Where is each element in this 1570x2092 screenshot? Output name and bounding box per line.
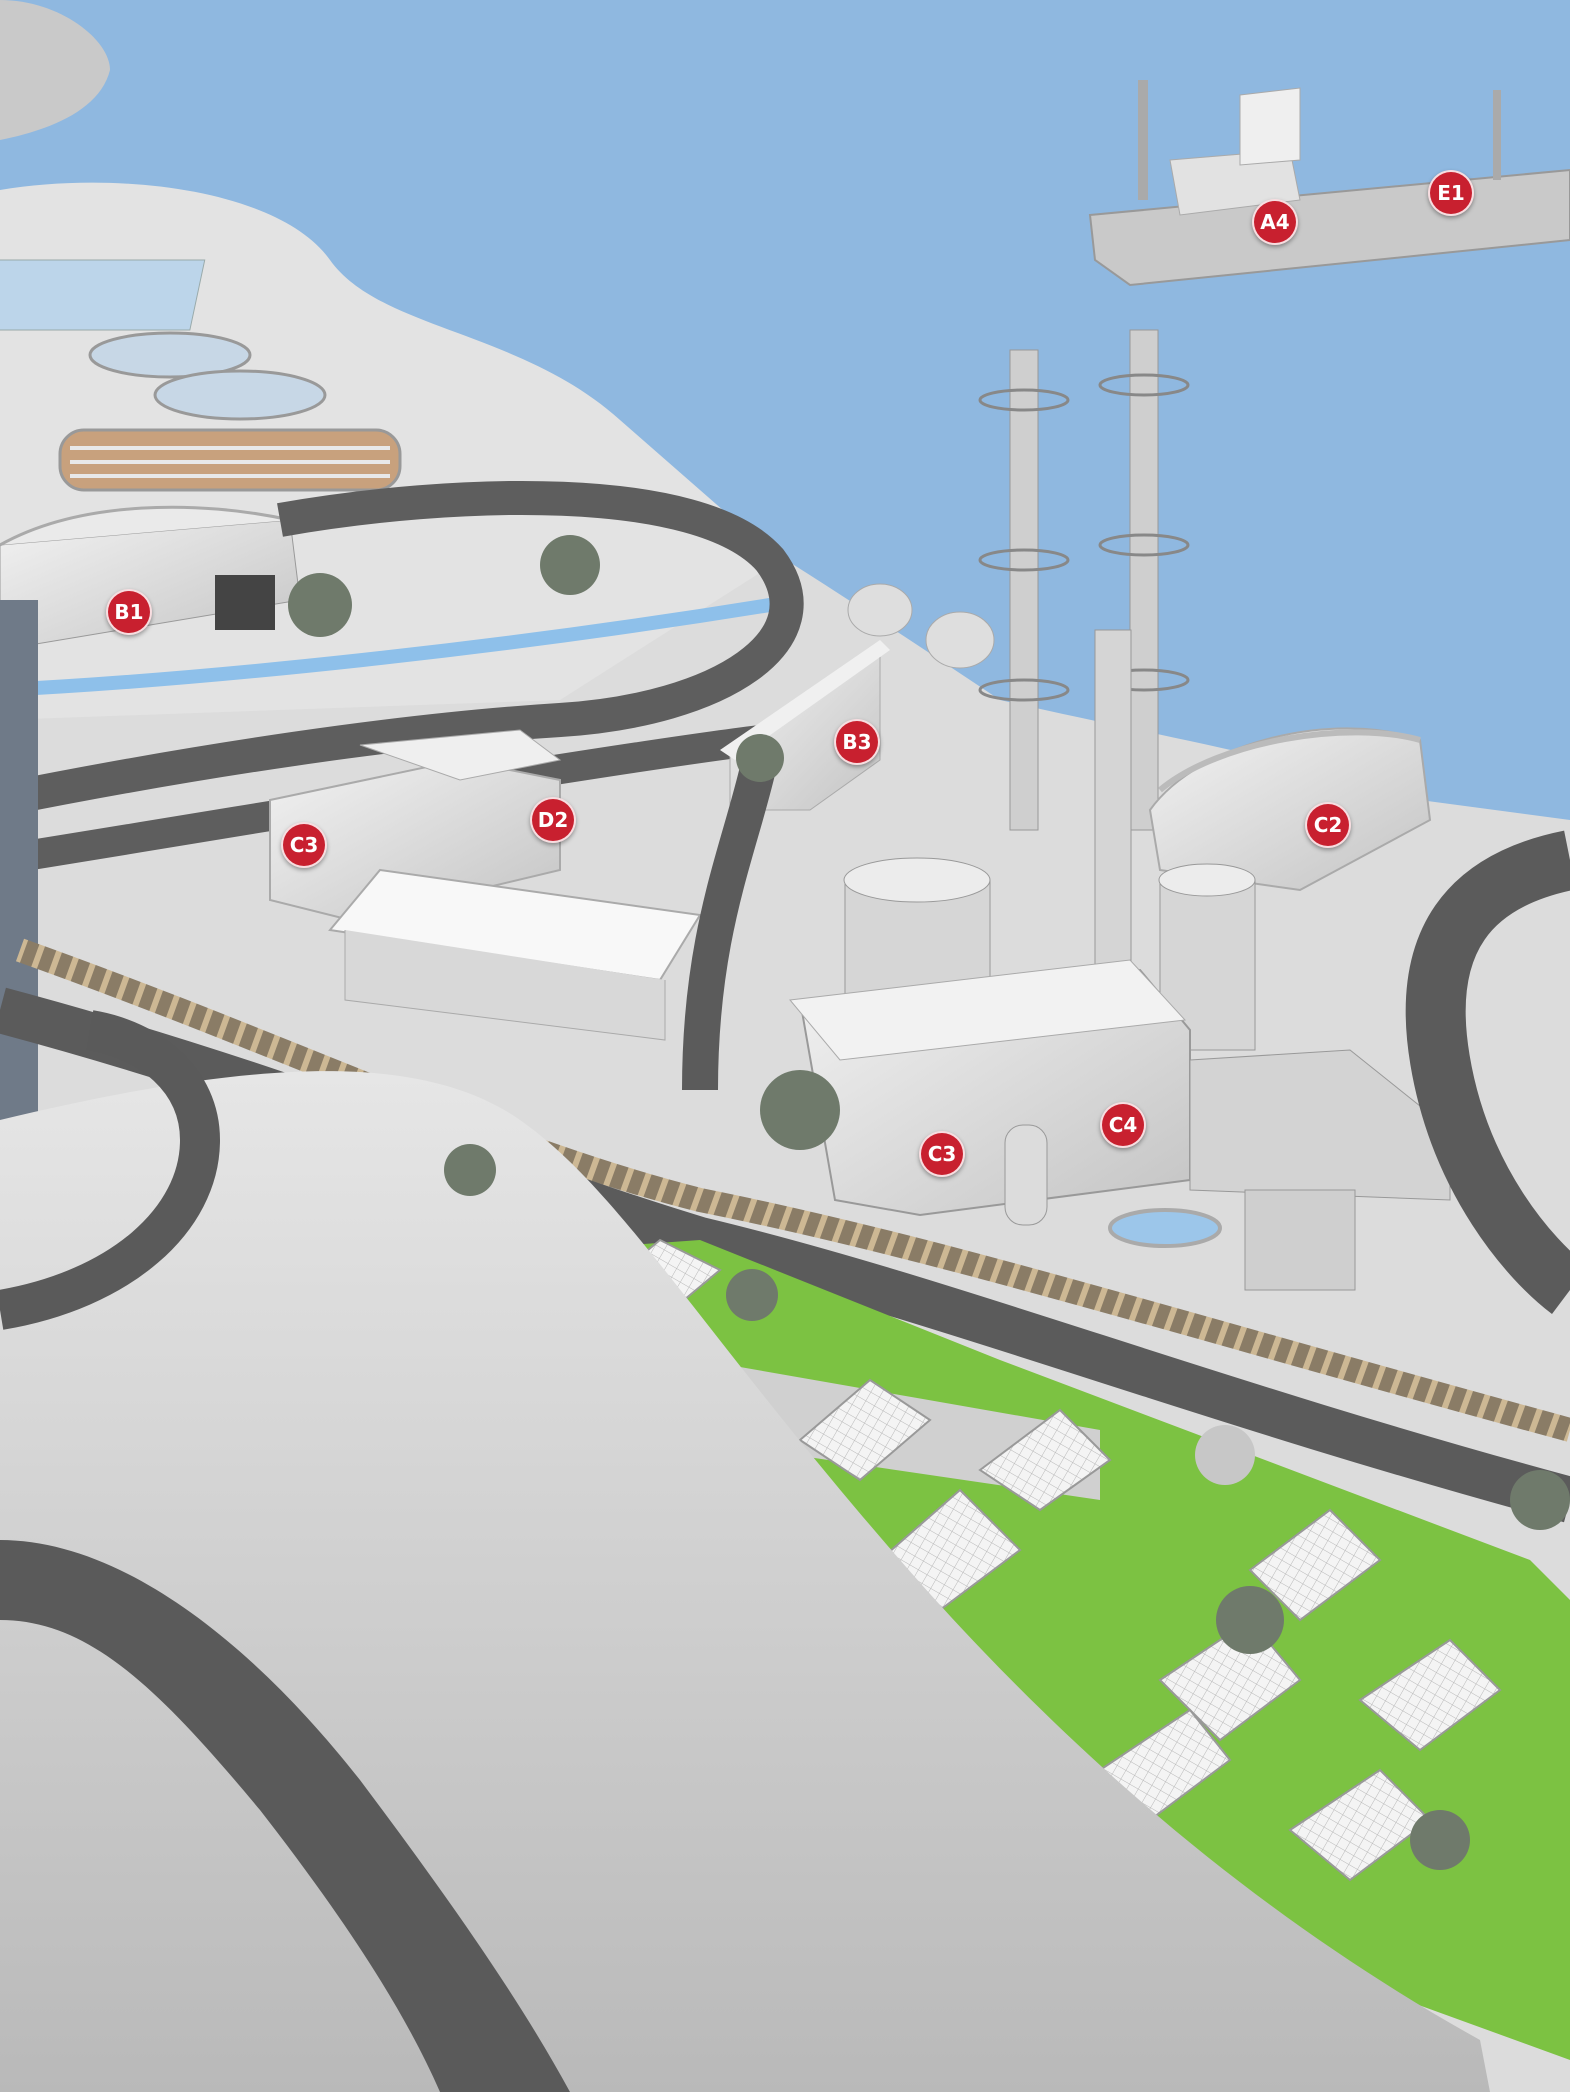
b1-hall: [0, 505, 301, 651]
marker-d2[interactable]: D2: [530, 797, 576, 843]
open-shelter: [328, 868, 702, 1041]
foreground-road-band: [0, 1540, 570, 2092]
marker-b3[interactable]: B3: [834, 719, 880, 765]
highway-loop: [0, 480, 804, 817]
trees: [288, 535, 1570, 1870]
marker-c3-center[interactable]: C3: [919, 1131, 965, 1177]
treatment-basins: [0, 259, 402, 492]
road-right-curve: [1405, 830, 1570, 1314]
tower-pole: [0, 600, 38, 1180]
storage-dome-2: [925, 611, 995, 669]
power-plant-building: [789, 959, 1451, 1291]
chimney-stacks: [978, 329, 1190, 991]
marker-c2[interactable]: C2: [1305, 802, 1351, 848]
water-channel: [0, 593, 802, 697]
railway-track: [15, 938, 1570, 1442]
road-center-curve: [682, 756, 778, 1091]
c3-d2-building: [269, 729, 562, 922]
tower-top: [0, 0, 110, 140]
marker-c3-left[interactable]: C3: [281, 822, 327, 868]
marker-a4[interactable]: A4: [1252, 199, 1298, 245]
left-road-arc: [0, 1010, 221, 1330]
marker-b1[interactable]: B1: [106, 589, 152, 635]
marker-e1[interactable]: E1: [1428, 170, 1474, 216]
marker-c4[interactable]: C4: [1100, 1102, 1146, 1148]
c2-hall: [1148, 727, 1432, 892]
storage-dome-1: [847, 583, 913, 637]
